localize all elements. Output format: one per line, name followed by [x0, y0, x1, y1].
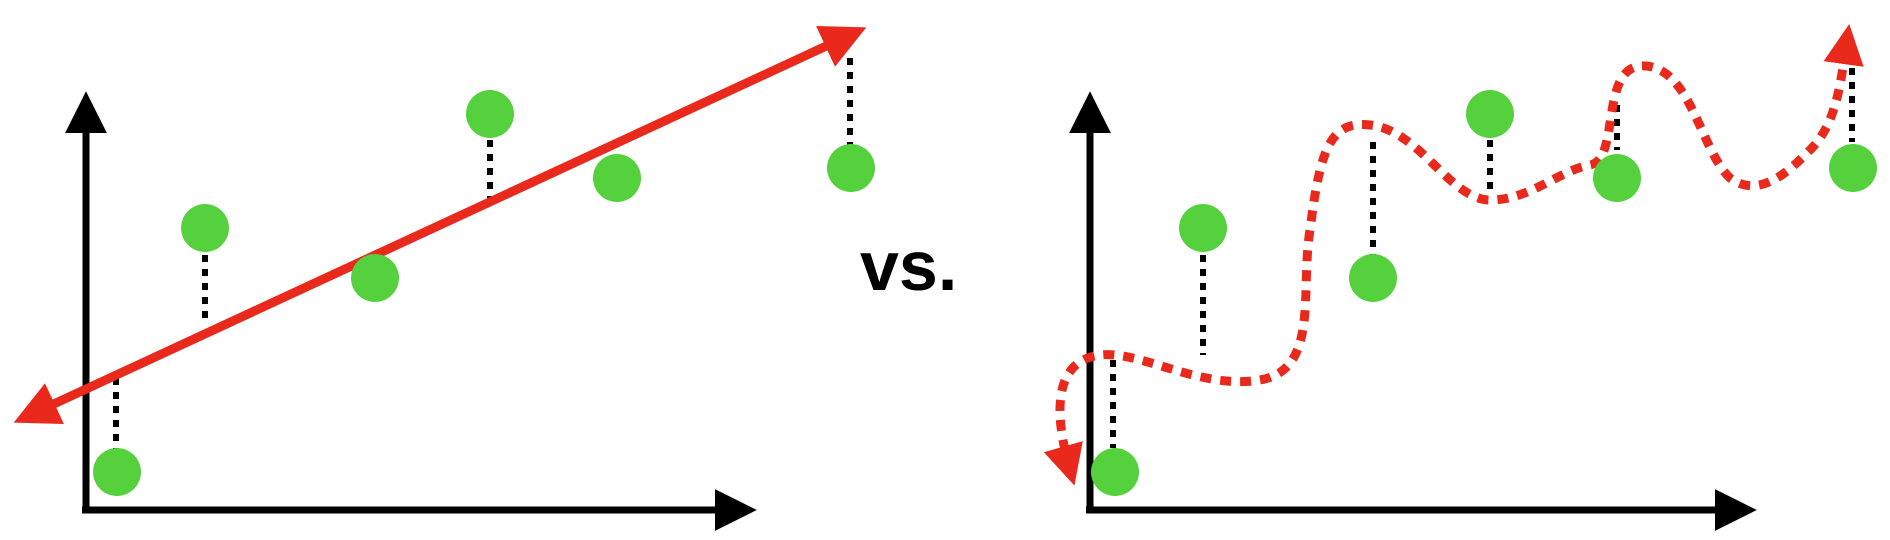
left-data-point-3 — [351, 254, 399, 302]
left-linear-fit-line — [13, 25, 867, 425]
left-data-point-4 — [466, 90, 514, 138]
left-panel — [13, 25, 875, 531]
right-data-point-5 — [1593, 154, 1641, 202]
left-data-point-6 — [827, 144, 875, 192]
right-panel — [1043, 23, 1877, 531]
right-data-point-4 — [1466, 90, 1514, 138]
right-data-point-3 — [1349, 254, 1397, 302]
right-data-point-1 — [1091, 448, 1139, 496]
left-data-point-2 — [181, 204, 229, 252]
right-data-point-2 — [1179, 204, 1227, 252]
left-data-point-5 — [593, 154, 641, 202]
right-data-point-6 — [1829, 144, 1877, 192]
vs-separator: vs. — [860, 227, 957, 305]
right-overfit-curve — [1043, 23, 1864, 486]
left-data-point-1 — [93, 448, 141, 496]
